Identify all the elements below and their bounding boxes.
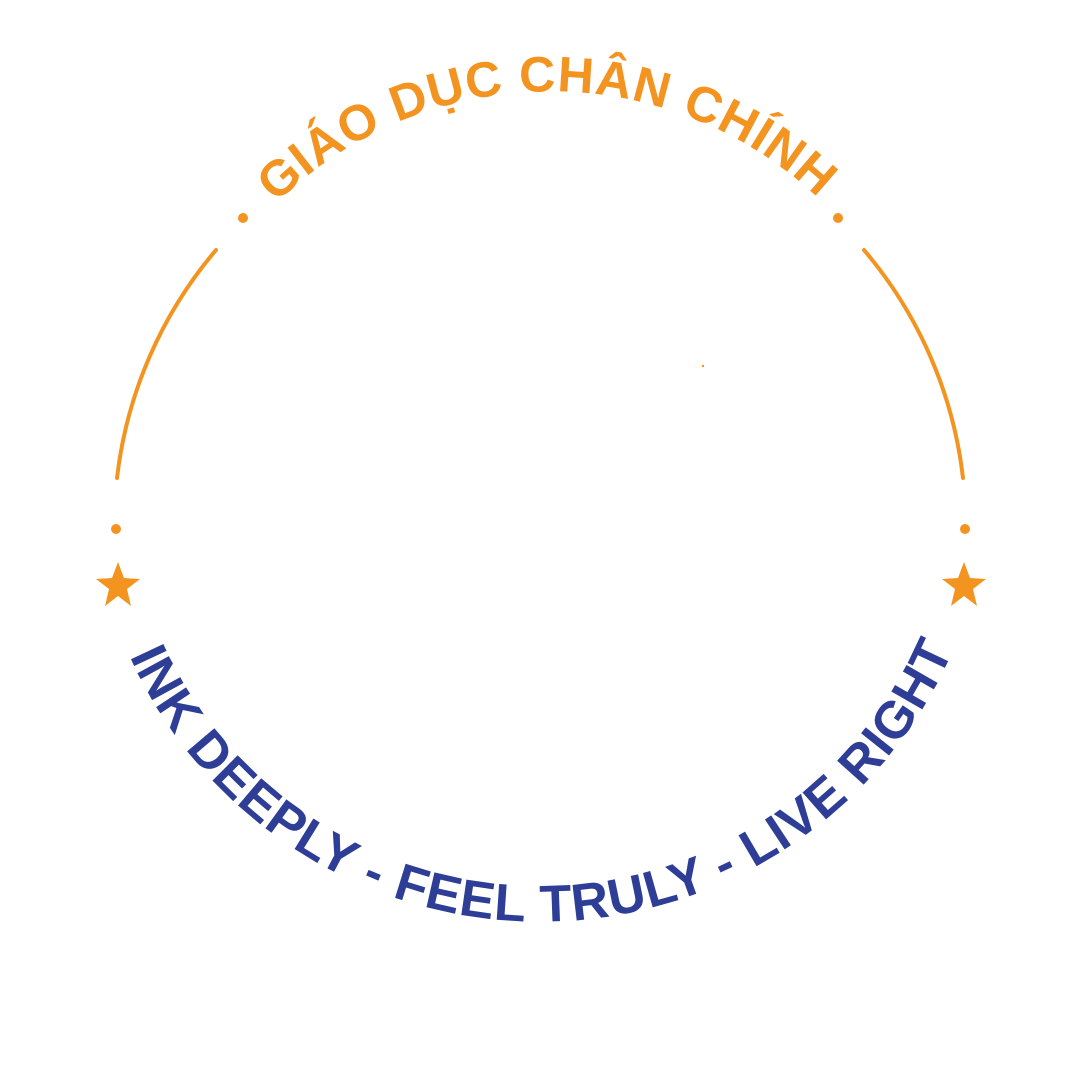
ring-arc-left [115,248,218,480]
dot-mid-right [960,524,970,534]
ring-arc-right [862,248,965,480]
star-icon [942,562,986,606]
star-icon [96,562,140,606]
bottom-motto: THINK DEEPLY - FEEL TRULY - LIVE RIGHTLY [0,0,964,934]
dot-top-left [238,213,248,223]
top-slogan-path: GIÁO DỤC CHÂN CHÍNH [246,46,847,211]
top-slogan: GIÁO DỤC CHÂN CHÍNH [246,46,848,211]
bottom-motto-path: THINK DEEPLY - FEEL TRULY - LIVE RIGHTLY [0,0,964,934]
dot-top-right [833,213,843,223]
dot-center-speck [701,364,705,368]
dot-mid-left [111,524,121,534]
